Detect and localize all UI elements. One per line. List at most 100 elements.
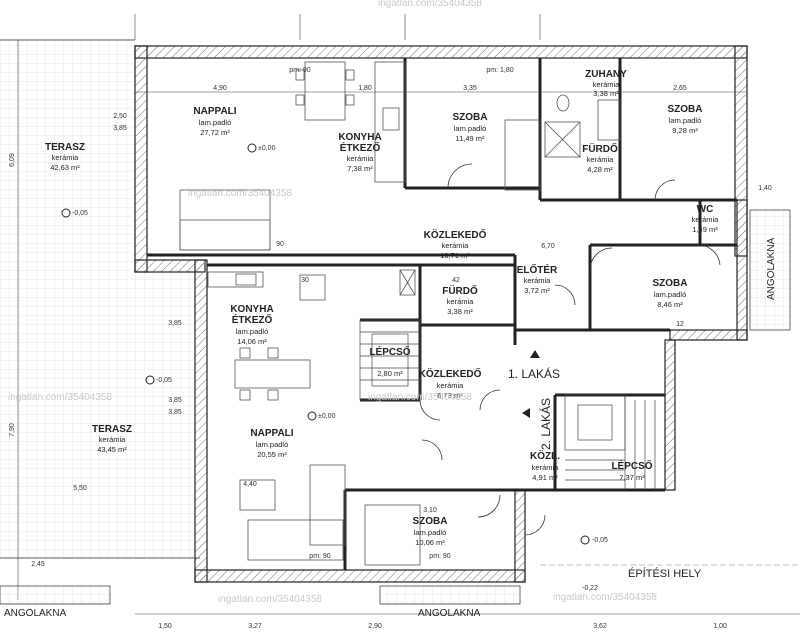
- bed-north: [504, 119, 541, 191]
- svg-text:4,90: 4,90: [213, 85, 227, 92]
- toilet: [556, 94, 570, 112]
- svg-text:7,37 m²: 7,37 m²: [619, 473, 645, 482]
- svg-text:ÉTKEZŐ: ÉTKEZŐ: [340, 141, 381, 154]
- room-furdo-n: FÜRDŐ kerámia 4,28 m²: [582, 142, 618, 174]
- svg-text:kerámia: kerámia: [587, 155, 615, 164]
- svg-text:ANGOLAKNA: ANGOLAKNA: [766, 237, 777, 300]
- svg-text:FÜRDŐ: FÜRDŐ: [442, 284, 478, 297]
- room-szoba-s: SZOBA lam.padló 10,06 m²: [413, 516, 448, 547]
- svg-text:3,62: 3,62: [593, 623, 607, 630]
- svg-text:ingatlan.com/35404358: ingatlan.com/35404358: [8, 392, 112, 403]
- apartment-labels: 1. LAKÁS 2. LAKÁS: [508, 350, 560, 450]
- svg-text:ingatlan.com/35404358: ingatlan.com/35404358: [218, 594, 322, 605]
- light-well-east: ANGOLAKNA: [749, 209, 791, 331]
- shower-south: [399, 269, 416, 296]
- svg-text:LÉPCSŐ: LÉPCSŐ: [369, 345, 410, 358]
- svg-text:KONYHA: KONYHA: [230, 304, 273, 315]
- svg-text:ingatlan.com/35404358: ingatlan.com/35404358: [553, 592, 657, 603]
- svg-text:10,71 m²: 10,71 m²: [440, 251, 470, 260]
- svg-text:3,10: 3,10: [423, 507, 437, 514]
- coffee-table: [239, 479, 276, 511]
- dining-table-south: [234, 359, 311, 389]
- svg-text:NAPPALI: NAPPALI: [193, 106, 236, 117]
- svg-text:kerámia: kerámia: [532, 463, 560, 472]
- dining-table-north: [304, 61, 346, 121]
- svg-text:LÉPCSŐ: LÉPCSŐ: [611, 459, 652, 472]
- level-marks: ±0,00 ±0,00 -0,05 -0,05 -0,05 -0,22: [61, 143, 608, 592]
- svg-text:KÖZLEKEDŐ: KÖZLEKEDŐ: [419, 367, 482, 380]
- svg-text:kerámia: kerámia: [692, 215, 720, 224]
- svg-text:ingatlan.com/35404358: ingatlan.com/35404358: [368, 392, 472, 403]
- room-kozlekedo-s: KÖZLEKEDŐ kerámia 6,73 m²: [419, 367, 482, 400]
- svg-text:ANGOLAKNA: ANGOLAKNA: [4, 608, 67, 619]
- svg-text:4,40: 4,40: [243, 481, 257, 488]
- svg-text:pm: 90: pm: 90: [289, 67, 311, 74]
- svg-text:2,65: 2,65: [673, 85, 687, 92]
- svg-text:kerámia: kerámia: [447, 297, 475, 306]
- shower: [544, 121, 581, 158]
- svg-text:2. LAKÁS: 2. LAKÁS: [538, 398, 553, 450]
- svg-text:±0,00: ±0,00: [318, 413, 336, 420]
- svg-text:pm: 1,80: pm: 1,80: [486, 67, 513, 74]
- svg-text:ÉTKEZŐ: ÉTKEZŐ: [232, 313, 273, 326]
- svg-text:SZOBA: SZOBA: [413, 516, 448, 527]
- light-well-south-2: ANGOLAKNA: [379, 585, 521, 619]
- svg-text:5,50: 5,50: [73, 485, 87, 492]
- svg-text:lam.padló: lam.padló: [454, 124, 487, 133]
- svg-text:3,27: 3,27: [248, 623, 262, 630]
- svg-text:-0,05: -0,05: [72, 210, 88, 217]
- room-szoba-e: SZOBA lam.padló 8,46 m²: [653, 278, 688, 309]
- bed-south: [364, 504, 421, 566]
- room-lepcso-1: LÉPCSŐ 2,80 m²: [369, 345, 410, 378]
- svg-text:ingatlan.com/35404358: ingatlan.com/35404358: [188, 188, 292, 199]
- svg-text:43,45 m²: 43,45 m²: [97, 445, 127, 454]
- kitchen-counter-north: [374, 61, 406, 183]
- svg-text:kerámia: kerámia: [593, 80, 621, 89]
- svg-text:10,06 m²: 10,06 m²: [415, 538, 445, 547]
- svg-text:lam.padló: lam.padló: [654, 290, 687, 299]
- building-area-label: ÉPÍTÉSI HELY: [628, 567, 702, 580]
- svg-text:30: 30: [301, 277, 309, 284]
- svg-text:3,38 m²: 3,38 m²: [447, 307, 473, 316]
- terrace-sw-tiles: [0, 268, 196, 558]
- svg-text:7,38 m²: 7,38 m²: [347, 164, 373, 173]
- svg-text:2,80 m²: 2,80 m²: [377, 369, 403, 378]
- outer-walls: [134, 45, 748, 583]
- svg-text:2,90: 2,90: [368, 623, 382, 630]
- svg-text:4,91 m²: 4,91 m²: [532, 473, 558, 482]
- room-szoba-ne: SZOBA lam.padló 9,28 m²: [668, 104, 703, 135]
- svg-text:SZOBA: SZOBA: [668, 104, 703, 115]
- svg-text:1,80: 1,80: [358, 85, 372, 92]
- svg-text:WC: WC: [697, 204, 714, 215]
- svg-text:7,90: 7,90: [9, 423, 16, 437]
- svg-text:27,72 m²: 27,72 m²: [200, 128, 230, 137]
- room-labels: TERASZ kerámia 42,63 m² NAPPALI lam.padl…: [45, 69, 719, 547]
- svg-text:2,50: 2,50: [113, 113, 127, 120]
- svg-text:±0,00: ±0,00: [258, 145, 276, 152]
- svg-text:kerámia: kerámia: [52, 153, 80, 162]
- svg-text:KÖZL.: KÖZL.: [530, 449, 560, 462]
- svg-text:TERASZ: TERASZ: [92, 424, 132, 435]
- svg-text:6,73 m²: 6,73 m²: [437, 391, 463, 400]
- svg-text:pm: 90: pm: 90: [309, 553, 331, 560]
- svg-text:KÖZLEKEDŐ: KÖZLEKEDŐ: [424, 228, 487, 241]
- svg-text:SZOBA: SZOBA: [453, 112, 488, 123]
- svg-text:3,38 m²: 3,38 m²: [593, 89, 619, 98]
- room-lepcso-2: LÉPCSŐ 7,37 m²: [611, 459, 652, 482]
- svg-text:lam.padló: lam.padló: [236, 327, 269, 336]
- room-furdo-s: FÜRDŐ kerámia 3,38 m²: [442, 284, 478, 316]
- svg-text:6,70: 6,70: [541, 243, 555, 250]
- svg-text:20,55 m²: 20,55 m²: [257, 450, 287, 459]
- svg-text:pm: 90: pm: 90: [429, 553, 451, 560]
- svg-text:-0,05: -0,05: [592, 537, 608, 544]
- svg-text:lam.padló: lam.padló: [669, 116, 702, 125]
- svg-text:kerámia: kerámia: [524, 276, 552, 285]
- room-konyha-s: KONYHA ÉTKEZŐ lam.padló 14,06 m²: [230, 304, 273, 346]
- svg-text:ingatlan.com/35404358: ingatlan.com/35404358: [378, 0, 482, 9]
- svg-text:42,63 m²: 42,63 m²: [50, 163, 80, 172]
- staircase-1: [359, 319, 421, 401]
- door-swings: [419, 163, 721, 536]
- svg-text:kerámia: kerámia: [442, 241, 470, 250]
- room-terasz-sw: TERASZ kerámia 43,45 m²: [92, 424, 132, 454]
- svg-text:1,40: 1,40: [758, 185, 772, 192]
